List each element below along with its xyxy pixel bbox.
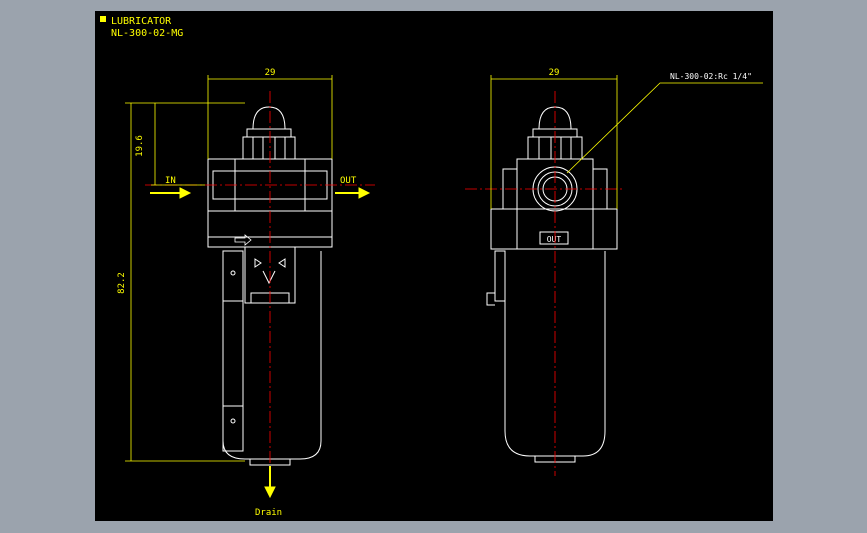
side-view — [486, 106, 618, 463]
front-cap-dome — [252, 106, 286, 130]
front-bowl — [222, 251, 322, 460]
side-width-dim: 29 — [549, 68, 560, 78]
front-level-gauge — [222, 250, 244, 452]
drain-label: Drain — [255, 508, 282, 518]
drawing-canvas: LUBRICATOR NL-300-02-MG — [95, 11, 773, 521]
port-leader — [566, 82, 763, 174]
in-label: IN — [165, 176, 176, 186]
front-adjust-knob — [242, 136, 296, 160]
flow-arrows — [150, 187, 371, 499]
title-line1: LUBRICATOR — [111, 16, 172, 27]
port-callout: NL-300-02:Rc 1/4" — [670, 72, 752, 81]
out-badge: OUT — [547, 235, 562, 244]
front-height-total-dim: 82.2 — [117, 272, 127, 294]
cad-drawing: LUBRICATOR NL-300-02-MG — [100, 16, 763, 518]
title-line2: NL-300-02-MG — [111, 28, 183, 39]
front-centerlines — [145, 91, 375, 481]
side-dimensions — [490, 75, 763, 209]
side-centerlines — [465, 91, 623, 476]
front-dimensions — [125, 75, 333, 462]
out-badge-frame — [539, 231, 569, 245]
front-height-top-dim: 19.6 — [135, 135, 145, 157]
front-width-dim: 29 — [265, 68, 276, 78]
out-label: OUT — [340, 176, 357, 186]
title-marker — [100, 16, 106, 22]
